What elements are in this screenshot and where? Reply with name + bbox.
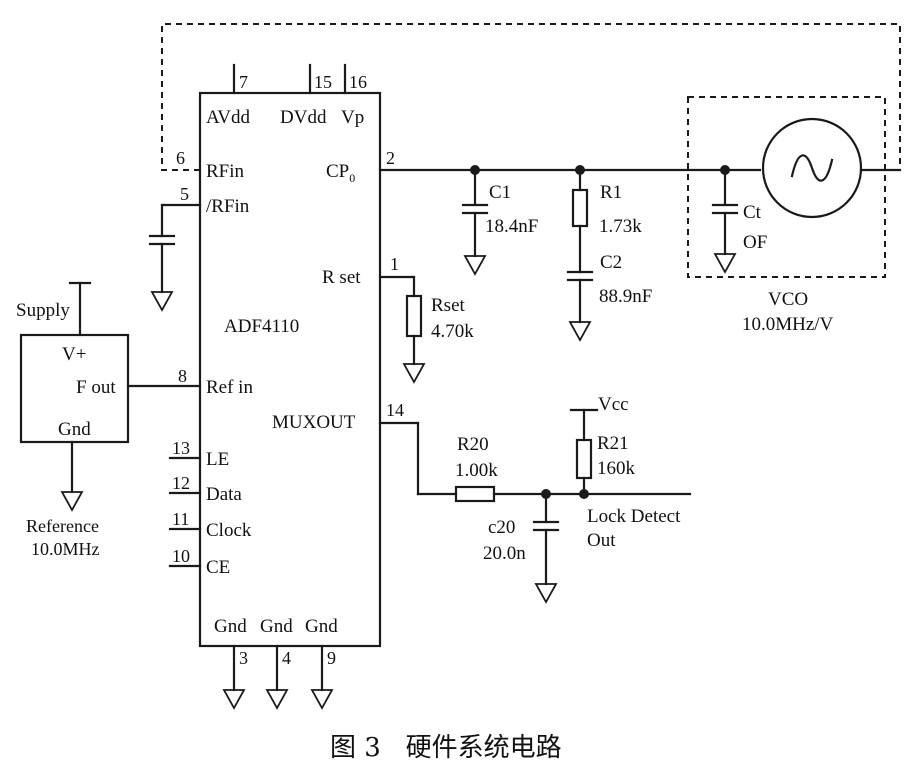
pin-gnd-9-label: Gnd	[305, 616, 338, 637]
pin-nrfin-label: /RFin	[206, 196, 250, 217]
ground-symbol	[60, 491, 84, 512]
r21-resistor	[575, 438, 593, 480]
pin-muxout-label: MUXOUT	[272, 412, 356, 433]
ground-symbol	[568, 321, 592, 342]
pin-5-num: 5	[180, 184, 189, 204]
ground-symbol	[150, 291, 174, 312]
c1-value: 18.4nF	[485, 216, 538, 237]
fout-label: F out	[76, 377, 116, 398]
ground-symbol	[402, 363, 426, 384]
pin-rset-label: R set	[322, 267, 361, 288]
figure-caption: 图 3 硬件系统电路	[330, 733, 562, 763]
pin-2-num: 2	[386, 148, 395, 168]
supply-label: Supply	[16, 300, 70, 321]
pin-rfin-label: RFin	[206, 161, 245, 182]
reference-box	[19, 333, 130, 444]
sine-wave-icon	[790, 154, 834, 182]
ground-symbol	[463, 255, 487, 276]
ground-symbol	[534, 583, 558, 604]
c1-name: C1	[489, 182, 511, 203]
pin-4-num: 4	[282, 648, 291, 668]
ct-name: Ct	[743, 202, 762, 223]
c20-value: 20.0n	[483, 543, 526, 564]
pin-avdd-label: AVdd	[206, 107, 250, 128]
chip-name: ADF4110	[224, 316, 299, 337]
rset-value: 4.70k	[431, 321, 474, 342]
r20-value: 1.00k	[455, 460, 498, 481]
chip-body	[198, 91, 382, 648]
rset-resistor	[405, 294, 423, 338]
lock-detect-out-label: Out	[587, 530, 616, 551]
ground-symbol	[265, 689, 289, 710]
r21-value: 160k	[597, 458, 636, 479]
r1-resistor	[571, 188, 589, 228]
vco-oscillator-icon	[761, 117, 863, 219]
rset-name: Rset	[431, 295, 466, 316]
pin-ce-label: CE	[206, 557, 230, 578]
ct-value: OF	[743, 232, 767, 253]
vcc-label: Vcc	[598, 394, 629, 415]
r20-name: R20	[457, 434, 489, 455]
pin-9-num: 9	[327, 648, 336, 668]
vco-name: VCO	[768, 289, 808, 310]
ground-symbol	[222, 689, 246, 710]
c20-name: c20	[488, 517, 515, 538]
pin-cp-label: CP0	[326, 161, 355, 185]
pin-vp-label: Vp	[341, 107, 364, 128]
pin-clock-label: Clock	[206, 520, 252, 541]
pin-1-num: 1	[390, 254, 399, 274]
pin-gnd-4-label: Gnd	[260, 616, 293, 637]
pin-15-num: 15	[314, 72, 332, 92]
pin-16-num: 16	[349, 72, 367, 92]
c2-name: C2	[600, 252, 622, 273]
reference-title: Reference	[26, 516, 99, 536]
ref-gnd-label: Gnd	[58, 419, 91, 440]
r1-name: R1	[600, 182, 622, 203]
lock-detect-label: Lock Detect	[587, 506, 681, 527]
pin-6-num: 6	[176, 148, 185, 168]
r21-name: R21	[597, 433, 629, 454]
pin-10-num: 10	[172, 546, 190, 566]
vco-gain: 10.0MHz/V	[742, 314, 834, 335]
c2-value: 88.9nF	[599, 286, 652, 307]
pin-13-num: 13	[172, 438, 190, 458]
pin-refin-label: Ref in	[206, 377, 253, 398]
pin-11-num: 11	[172, 509, 189, 529]
pin-le-label: LE	[206, 449, 229, 470]
pin-12-num: 12	[172, 473, 190, 493]
pin-14-num: 14	[386, 400, 404, 420]
pin-gnd-3-label: Gnd	[214, 616, 247, 637]
pin-3-num: 3	[239, 648, 248, 668]
r1-value: 1.73k	[599, 216, 642, 237]
vco-box	[687, 96, 886, 278]
pin-data-label: Data	[206, 484, 242, 505]
pin-8-num: 8	[178, 366, 187, 386]
pin-7-num: 7	[239, 72, 248, 92]
pin-dvdd-label: DVdd	[280, 107, 327, 128]
ground-symbol	[713, 253, 737, 274]
ground-symbol	[310, 689, 334, 710]
reference-freq: 10.0MHz	[31, 539, 100, 559]
r20-resistor	[454, 485, 496, 503]
vplus-label: V+	[62, 344, 86, 365]
